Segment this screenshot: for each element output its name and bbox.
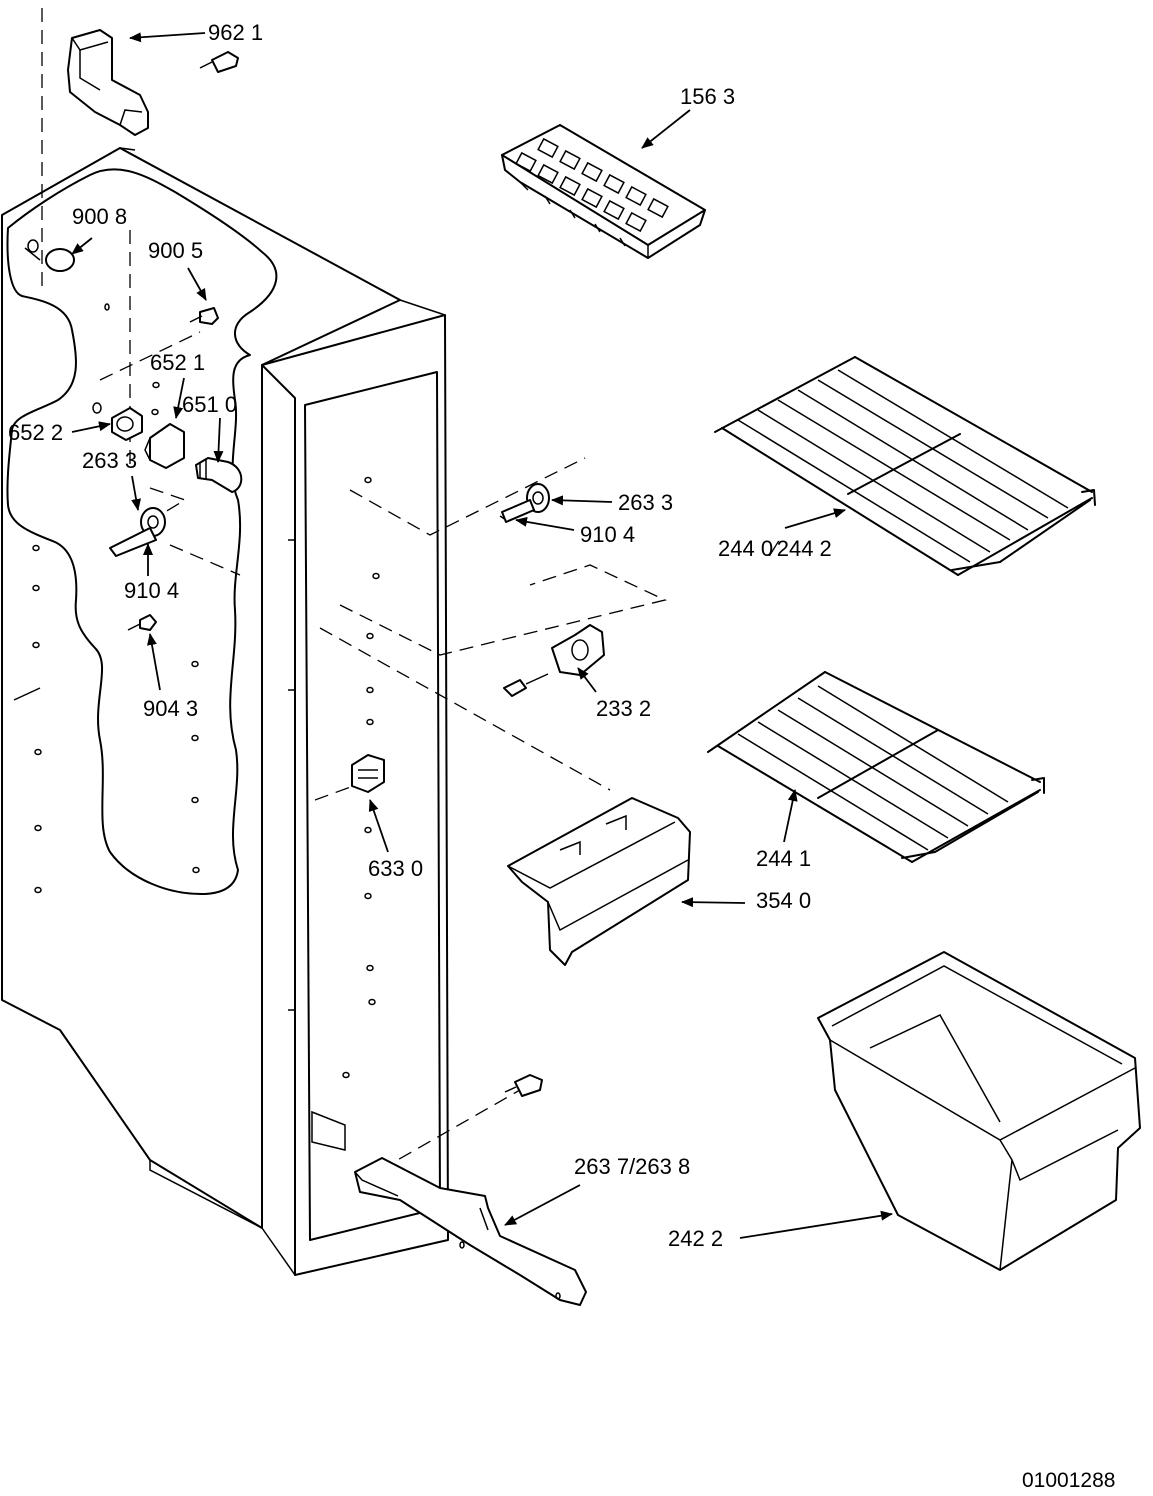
mounting-holes <box>32 303 200 894</box>
label-652-2: 652 2 <box>8 420 63 445</box>
label-263-3-left: 263 3 <box>82 448 137 473</box>
label-633-0: 633 0 <box>368 856 423 881</box>
label-910-4-left: 910 4 <box>124 578 179 603</box>
frame-holes <box>342 476 380 1079</box>
shelf-support-bracket <box>503 624 605 697</box>
label-233-2: 233 2 <box>596 696 651 721</box>
label-156-3: 156 3 <box>680 84 735 109</box>
label-900-5: 900 5 <box>148 238 203 263</box>
label-354-0: 354 0 <box>756 888 811 913</box>
door-switch <box>351 754 385 793</box>
reference-lines <box>41 8 667 1171</box>
crisper-pan-cover <box>507 797 691 966</box>
crisper-pan <box>817 951 1141 1271</box>
ice-cube-tray <box>501 124 706 259</box>
label-651-0: 651 0 <box>182 392 237 417</box>
cabinet-liner <box>1 147 401 1229</box>
label-244-1: 244 1 <box>756 846 811 871</box>
top-hinge-bracket <box>67 29 239 136</box>
label-910-4-right: 910 4 <box>580 522 635 547</box>
label-900-8: 900 8 <box>72 204 127 229</box>
label-962-1: 962 1 <box>208 20 263 45</box>
bottom-hinge-bracket <box>354 1074 587 1306</box>
label-263-3-right: 263 3 <box>618 490 673 515</box>
label-652-1: 652 1 <box>150 350 205 375</box>
callout-leaders <box>71 32 893 1239</box>
light-socket-assembly <box>27 239 243 631</box>
cabinet-front-frame <box>149 299 449 1276</box>
drawing-code: 01001288 <box>1022 1469 1115 1492</box>
label-244-0-244-2: 244 0∕244 2 <box>718 536 832 561</box>
callout-labels: 962 1 156 3 900 8 900 5 652 1 651 0 652 … <box>8 20 1115 1492</box>
label-242-2: 242 2 <box>668 1226 723 1251</box>
label-263-7-263-8: 263 7/263 8 <box>574 1154 690 1179</box>
shelf-support-upper <box>499 483 550 523</box>
wire-shelf-lower <box>707 671 1045 863</box>
wire-shelf-upper <box>714 356 1096 576</box>
label-904-3: 904 3 <box>143 696 198 721</box>
